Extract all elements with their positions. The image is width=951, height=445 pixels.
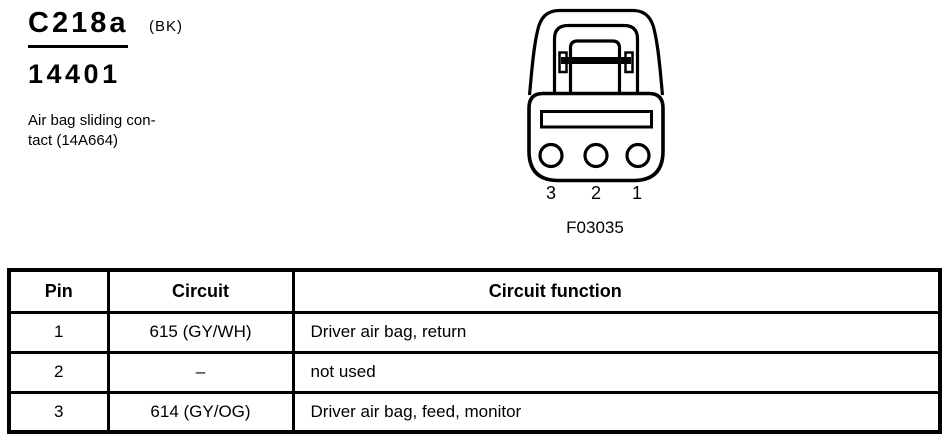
inner-shell (552, 23, 640, 95)
circuit-cell: – (106, 350, 295, 394)
col-header-circuit: Circuit (106, 268, 295, 314)
figure-number: F03035 (566, 218, 624, 237)
outer-shell (527, 8, 665, 96)
col-header-pin: Pin (7, 268, 110, 314)
pin-cavity-3 (538, 142, 564, 169)
table-row: 3 614 (GY/OG) Driver air bag, feed, moni… (7, 390, 942, 434)
connector-color-code: (BK) (149, 18, 183, 35)
pin-cell: 1 (7, 310, 110, 354)
table-row: 2 – not used (7, 350, 942, 394)
connector-id: C218a (28, 6, 129, 48)
pin-label-1: 1 (631, 183, 643, 203)
keyway-slot (540, 110, 653, 129)
circuit-cell: 614 (GY/OG) (106, 390, 295, 434)
circuit-function-cell: Driver air bag, return (291, 310, 942, 354)
pin-label-3: 3 (545, 183, 557, 203)
table-row: 1 615 (GY/WH) Driver air bag, return (7, 310, 942, 354)
pin-cavity-1 (625, 142, 651, 169)
connector-description-line2: tact (14A664) (28, 132, 119, 149)
connector-diagram (527, 8, 665, 183)
latch (568, 39, 622, 95)
connector-description: Air bag sliding con- tact (14A664) (28, 111, 198, 151)
circuit-cell: 615 (GY/WH) (106, 310, 295, 354)
pin-cavity-2 (583, 142, 609, 169)
table-header-row: Pin Circuit Circuit function (7, 268, 942, 314)
pin-cell: 2 (7, 350, 110, 394)
pin-label-2: 2 (590, 183, 602, 203)
part-number: 14401 (28, 59, 121, 89)
circuit-function-cell: Driver air bag, feed, monitor (291, 390, 942, 434)
connector-description-line1: Air bag sliding con- (28, 112, 156, 129)
circuit-function-cell: not used (291, 350, 942, 394)
pinout-table: Pin Circuit Circuit function 1 615 (GY/W… (7, 268, 942, 434)
col-header-circuit-function: Circuit function (291, 268, 942, 314)
pin-cell: 3 (7, 390, 110, 434)
